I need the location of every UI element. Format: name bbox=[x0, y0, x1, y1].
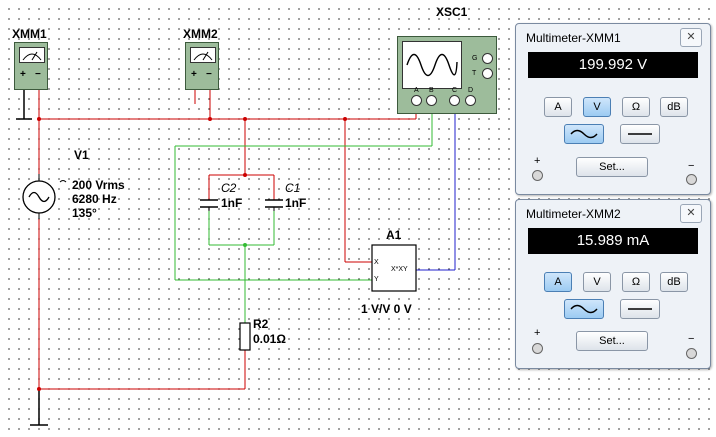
positive-terminal-label: + bbox=[534, 155, 541, 167]
meter-face-icon bbox=[190, 47, 216, 63]
ammeter-button[interactable]: A bbox=[544, 272, 572, 292]
window-title: Multimeter-XMM1 bbox=[526, 31, 621, 45]
capacitor-c1[interactable] bbox=[265, 199, 283, 211]
negative-terminal-label: − bbox=[688, 333, 695, 345]
meter-face-icon bbox=[19, 47, 45, 63]
ac-source-v1[interactable] bbox=[22, 174, 67, 219]
v1-phase: 135° bbox=[72, 206, 97, 220]
meter-minus-label: − bbox=[35, 69, 41, 80]
oscilloscope-xsc1[interactable]: A B C D G T bbox=[397, 36, 497, 114]
ammeter-button[interactable]: A bbox=[544, 97, 572, 117]
sine-wave-icon bbox=[570, 129, 598, 139]
meter-minus-label: − bbox=[206, 69, 212, 80]
positive-terminal[interactable] bbox=[532, 343, 543, 354]
set-button[interactable]: Set... bbox=[576, 331, 648, 351]
c2-value: 1nF bbox=[221, 196, 243, 210]
scope-port-a[interactable] bbox=[411, 95, 422, 106]
scope-screen bbox=[402, 41, 462, 89]
a1-label: A1 bbox=[386, 228, 402, 242]
set-button[interactable]: Set... bbox=[576, 157, 648, 177]
wire-capacitor-loop[interactable] bbox=[208, 174, 275, 200]
a1-output-label: X*XY bbox=[391, 266, 408, 273]
decibel-button[interactable]: dB bbox=[660, 272, 688, 292]
ac-mode-button[interactable] bbox=[564, 124, 604, 144]
scope-port-d-label: D bbox=[468, 87, 474, 94]
voltmeter-button[interactable]: V bbox=[583, 97, 611, 117]
close-icon[interactable]: ✕ bbox=[680, 28, 702, 47]
scope-port-b[interactable] bbox=[426, 95, 437, 106]
junction-dots bbox=[37, 117, 347, 391]
scope-port-c-label: C bbox=[452, 87, 458, 94]
meter-plus-label: + bbox=[20, 69, 26, 80]
scope-port-d[interactable] bbox=[465, 95, 476, 106]
wire-blue[interactable] bbox=[416, 104, 456, 271]
decibel-button[interactable]: dB bbox=[660, 97, 688, 117]
v1-freq: 6280 Hz bbox=[72, 192, 117, 206]
negative-terminal[interactable] bbox=[686, 174, 697, 185]
multimeter-xmm1-window[interactable]: Multimeter-XMM1 ✕ 199.992 V A V Ω dB Set… bbox=[515, 23, 711, 195]
dc-mode-button[interactable] bbox=[620, 299, 660, 319]
wire-green[interactable] bbox=[174, 104, 433, 323]
voltmeter-button[interactable]: V bbox=[583, 272, 611, 292]
a1-value: 1 V/V 0 V bbox=[361, 302, 412, 316]
positive-terminal[interactable] bbox=[532, 170, 543, 181]
junction-dots-green bbox=[243, 243, 247, 247]
scope-port-t[interactable] bbox=[482, 68, 493, 79]
scope-port-b-label: B bbox=[429, 87, 434, 94]
sine-wave-icon bbox=[570, 304, 598, 314]
scope-port-g[interactable] bbox=[482, 53, 493, 64]
close-icon[interactable]: ✕ bbox=[680, 204, 702, 223]
c2-label: C2 bbox=[221, 181, 237, 195]
scope-port-a-label: A bbox=[414, 87, 419, 94]
c1-value: 1nF bbox=[285, 196, 307, 210]
scope-port-g-label: G bbox=[472, 55, 478, 62]
c1-label: C1 bbox=[285, 181, 301, 195]
meter-plus-label: + bbox=[191, 69, 197, 80]
dc-mode-button[interactable] bbox=[620, 124, 660, 144]
xmm1-label: XMM1 bbox=[12, 27, 47, 41]
negative-terminal-label: − bbox=[688, 160, 695, 172]
ac-mode-button[interactable] bbox=[564, 299, 604, 319]
reading-display: 15.989 mA bbox=[528, 228, 698, 254]
reading-display: 199.992 V bbox=[528, 52, 698, 78]
scope-port-t-label: T bbox=[472, 70, 477, 77]
dc-line-icon bbox=[628, 308, 652, 310]
wire-red[interactable] bbox=[38, 86, 417, 390]
ground-symbol-bottom bbox=[30, 389, 48, 426]
ground-symbol-top bbox=[16, 86, 32, 120]
xmm2-label: XMM2 bbox=[183, 27, 218, 41]
xsc1-label: XSC1 bbox=[436, 5, 468, 19]
r2-label: R2 bbox=[253, 317, 269, 331]
dc-line-icon bbox=[628, 133, 652, 135]
a1-pin-x: X bbox=[374, 259, 379, 266]
scope-port-c[interactable] bbox=[449, 95, 460, 106]
wire-capacitor-loop-lower[interactable] bbox=[208, 211, 275, 246]
resistor-r2[interactable] bbox=[239, 322, 251, 351]
v1-label: V1 bbox=[74, 148, 89, 162]
multiplier-a1[interactable] bbox=[371, 244, 417, 292]
window-title: Multimeter-XMM2 bbox=[526, 207, 621, 221]
multimeter-xmm2-icon[interactable]: + − bbox=[185, 42, 219, 90]
capacitor-c2[interactable] bbox=[200, 199, 218, 211]
v1-vrms: 200 Vrms bbox=[72, 178, 125, 192]
r2-value: 0.01Ω bbox=[253, 332, 286, 346]
multimeter-xmm2-window[interactable]: Multimeter-XMM2 ✕ 15.989 mA A V Ω dB Set… bbox=[515, 199, 711, 369]
multimeter-xmm1-icon[interactable]: + − bbox=[14, 42, 48, 90]
ohmmeter-button[interactable]: Ω bbox=[622, 272, 650, 292]
negative-terminal[interactable] bbox=[686, 348, 697, 359]
positive-terminal-label: + bbox=[534, 327, 541, 339]
ohmmeter-button[interactable]: Ω bbox=[622, 97, 650, 117]
a1-pin-y: Y bbox=[374, 276, 379, 283]
